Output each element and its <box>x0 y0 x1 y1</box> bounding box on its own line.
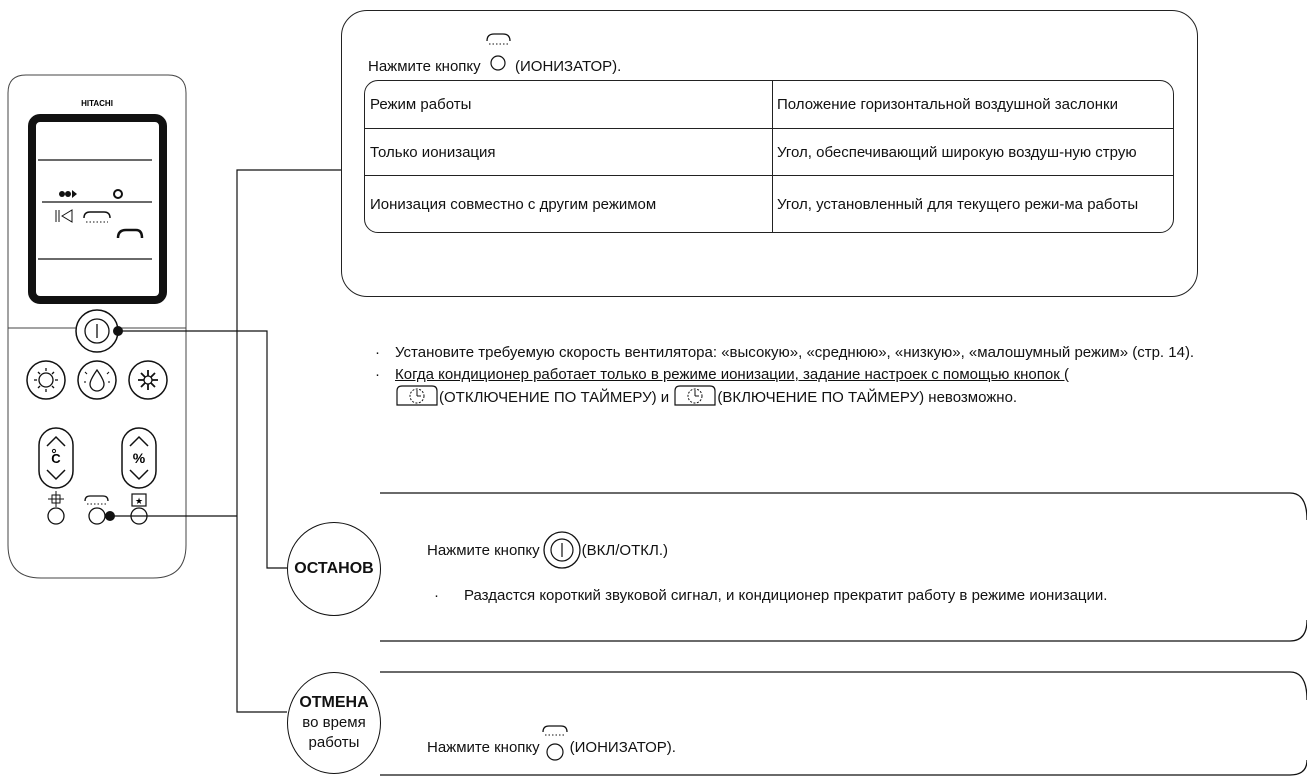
small-button-1[interactable] <box>47 507 65 525</box>
table-cell: Угол, установленный для текущего режи-ма… <box>777 195 1139 213</box>
heat-small-icon <box>48 491 64 507</box>
table-cell: Ионизация совместно с другим режимом <box>365 176 773 232</box>
stop-badge: ОСТАНОВ <box>287 522 381 616</box>
table-cell: Угол, обеспечивающий широкую воздуш-ную … <box>773 129 1173 176</box>
table-row: Только ионизация Угол, обеспечивающий ши… <box>365 129 1173 176</box>
stop-press-prefix: Нажмите кнопку <box>427 541 540 559</box>
off-timer-icon <box>395 385 439 407</box>
ionizer-connector-dot <box>105 511 115 521</box>
remote-power-button[interactable] <box>75 309 119 353</box>
power-icon <box>542 530 582 570</box>
fan-auto-icon <box>113 189 123 199</box>
bullet: · <box>434 587 439 604</box>
connector-lines <box>110 169 341 713</box>
svg-text:★: ★ <box>135 497 143 507</box>
cancel-label-line3: работы <box>308 734 360 751</box>
svg-text:C: C <box>51 451 61 466</box>
ionizer-button-icon <box>540 725 570 764</box>
stop-instruction: Нажмите кнопку (ВКЛ/ОТКЛ.) <box>427 530 668 570</box>
cancel-press-prefix: Нажмите кнопку <box>427 738 540 756</box>
note-timer: · Когда кондиционер работает только в ре… <box>375 365 1295 408</box>
intro-prefix: Нажмите кнопку <box>368 58 481 75</box>
note-text: (ВКЛЮЧЕНИЕ ПО ТАЙМЕРУ) невозможно. <box>717 389 1018 406</box>
cool-mode-button[interactable] <box>128 360 168 400</box>
louver-icon <box>55 209 73 223</box>
table-row: Режим работы Положение горизонтальной во… <box>365 81 1173 129</box>
notes-list: · Установите требуемую скорость вентилят… <box>375 343 1295 408</box>
fan-speed-icon <box>59 190 77 198</box>
table-row: Ионизация совместно с другим режимом Уго… <box>365 176 1173 232</box>
dehumidify-mode-button[interactable] <box>77 360 117 400</box>
ionizer-intro: Нажмите кнопку (ИОНИЗАТОР). <box>368 33 622 75</box>
cancel-label-line2: во время <box>302 714 366 731</box>
ionizer-instruction-box <box>341 10 1198 297</box>
cancel-press-suffix: (ИОНИЗАТОР). <box>569 738 676 756</box>
heat-mode-button[interactable] <box>26 360 66 400</box>
bullet: · <box>375 366 380 383</box>
stop-note-text: Раздастся короткий звуковой сигнал, и ко… <box>464 587 1108 604</box>
stop-note: · Раздастся короткий звуковой сигнал, и к… <box>434 587 1107 604</box>
svg-text:%: % <box>133 450 146 466</box>
power-connector-dot <box>113 326 123 336</box>
ionizer-button-icon <box>485 33 511 73</box>
ionizer-small-icon <box>84 495 109 505</box>
note-text: Установите требуемую скорость вентилятор… <box>395 344 1195 361</box>
brand-logo: HITACHI <box>81 99 113 108</box>
louver-position-table: Режим работы Положение горизонтальной во… <box>364 80 1174 233</box>
star-small-icon: ★ <box>131 493 147 507</box>
temperature-button[interactable]: C <box>38 427 74 489</box>
swing-display-icon <box>116 228 144 239</box>
cancel-instruction: Нажмите кнопку (ИОНИЗАТОР). <box>427 725 676 764</box>
ionizer-small-button[interactable] <box>88 507 106 525</box>
table-cell: Положение горизонтальной воздушной засло… <box>773 81 1173 129</box>
ionizer-display-icon <box>83 211 111 223</box>
humidity-button[interactable]: % <box>121 427 157 489</box>
note-text: (ОТКЛЮЧЕНИЕ ПО ТАЙМЕРУ) и <box>439 389 670 406</box>
on-timer-icon <box>673 385 717 407</box>
bullet: · <box>375 344 380 361</box>
cancel-label: ОТМЕНА <box>299 694 369 711</box>
intro-suffix: (ИОНИЗАТОР). <box>515 58 622 75</box>
note-fan-speed: · Установите требуемую скорость вентилят… <box>375 343 1295 363</box>
stop-press-suffix: (ВКЛ/ОТКЛ.) <box>581 541 668 559</box>
stop-label: ОСТАНОВ <box>294 560 374 577</box>
table-cell: Только ионизация <box>365 129 773 176</box>
note-text: Когда кондиционер работает только в режи… <box>395 366 1069 383</box>
cancel-badge: ОТМЕНА во время работы <box>287 672 381 774</box>
table-cell: Режим работы <box>365 81 773 129</box>
